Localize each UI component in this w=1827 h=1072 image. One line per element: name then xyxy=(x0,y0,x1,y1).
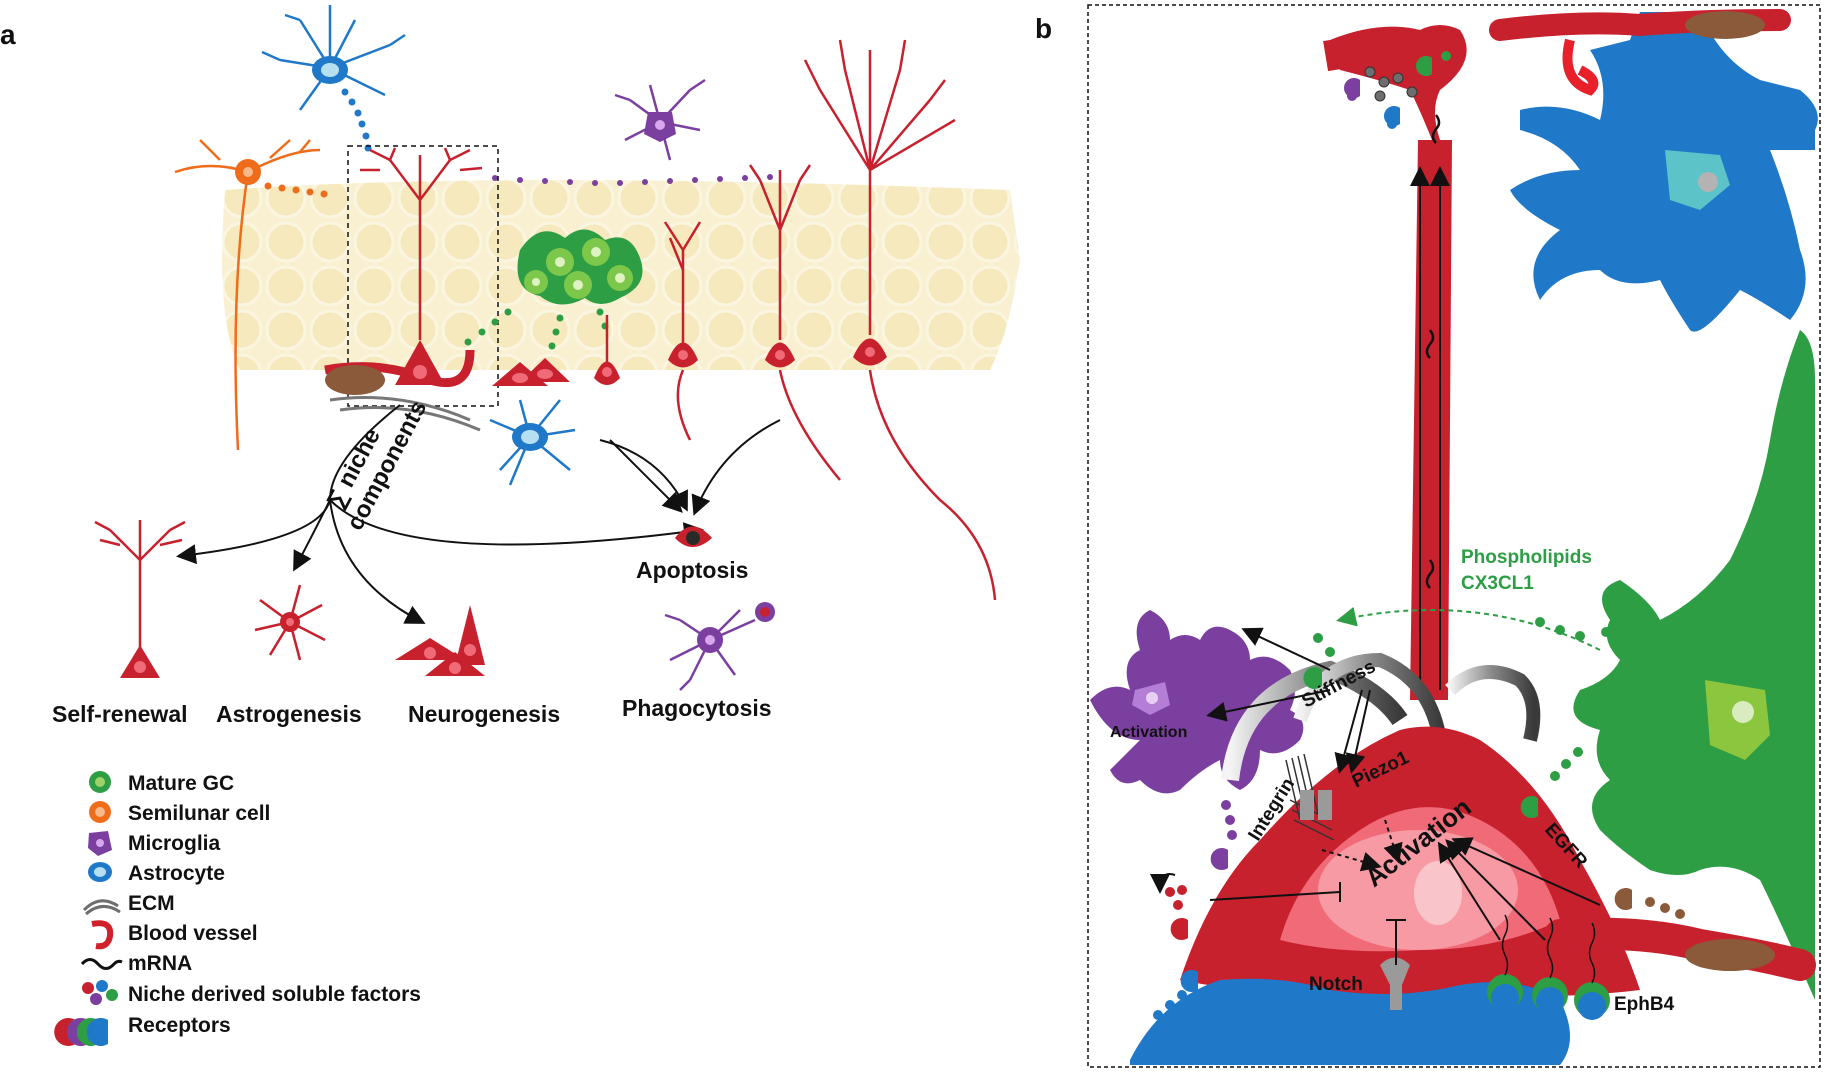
self-renewal-soma xyxy=(120,645,160,678)
phagocytosis-microglia-icon xyxy=(664,602,775,691)
ecm-icon xyxy=(82,899,121,916)
outcome-self-renewal: Self-renewal xyxy=(52,701,188,727)
stem-cell-body xyxy=(1180,726,1640,997)
gc-secretion-dots xyxy=(464,308,609,350)
legend-blood-vessel: Blood vessel xyxy=(128,922,258,945)
ephb4-label: EphB4 xyxy=(1614,994,1675,1015)
mature-gc-cluster xyxy=(517,229,643,305)
panel-b-frame xyxy=(1087,4,1821,1068)
self-renewal-cell-icon xyxy=(94,520,186,650)
panel-b-letter: b xyxy=(1035,13,1052,44)
microglia-icon xyxy=(88,831,112,856)
immature-neuron-2 xyxy=(663,221,702,441)
notch-label: Notch xyxy=(1309,974,1363,995)
microglia-receptor xyxy=(1303,633,1335,690)
process-mrna xyxy=(1425,114,1441,589)
legend-mature-gc: Mature GC xyxy=(128,772,234,795)
radial-process xyxy=(1410,140,1452,700)
maturing-neuron xyxy=(748,164,841,481)
legend-soluble-factors: Niche derived soluble factors xyxy=(128,983,421,1006)
microglia-activation-label: Activation xyxy=(1110,724,1187,741)
semilunar-dots xyxy=(264,182,328,198)
legend-ecm: ECM xyxy=(128,892,175,915)
red-autocrine-receptor xyxy=(1150,873,1188,940)
outcome-apoptosis: Apoptosis xyxy=(636,557,748,583)
mature-gc-icon xyxy=(89,771,111,793)
terminal-secretion-dots xyxy=(1607,50,1660,75)
soluble-factors-icon xyxy=(82,980,118,1005)
radial-stem-cell xyxy=(360,147,483,340)
outcome-arrows xyxy=(176,404,781,624)
astrocyte-outcome-icon xyxy=(254,584,326,661)
astrocyte-bottom xyxy=(489,399,576,486)
astrocyte-secretion-dots xyxy=(341,88,372,152)
immature-neuron-2-soma xyxy=(668,342,698,368)
bottom-blood-vessel xyxy=(1544,917,1816,981)
blood-vessel-icon xyxy=(91,920,114,950)
mature-neuron-soma xyxy=(853,338,887,366)
legend-astrocyte: Astrocyte xyxy=(128,862,225,885)
semilunar-cell xyxy=(174,139,321,451)
neuroblast-cluster xyxy=(492,358,570,386)
microglia-top xyxy=(614,78,706,161)
terminal-ecm xyxy=(1364,66,1418,102)
microglia-dots xyxy=(492,174,773,186)
egfr-receptor xyxy=(1520,747,1583,818)
astrocyte-top xyxy=(261,5,406,111)
panel-a-letter: a xyxy=(0,19,16,50)
semilunar-cell-icon xyxy=(89,801,111,823)
signaling-arrows xyxy=(1206,627,1601,941)
ephb4-receptors xyxy=(1487,914,1610,1020)
microglia-large xyxy=(1090,610,1304,794)
sgz-ecm xyxy=(329,396,481,432)
mrna-icon xyxy=(80,958,123,970)
piezo1-channel xyxy=(1300,790,1332,820)
outcome-phagocytosis: Phagocytosis xyxy=(622,695,772,721)
legend-microglia: Microglia xyxy=(128,832,221,855)
notch-receptor xyxy=(1380,919,1410,1025)
cx3cl1-label: CX3CL1 xyxy=(1461,573,1534,594)
process-transport-arrows xyxy=(1410,166,1450,690)
phospholipids-label: Phospholipids xyxy=(1461,547,1592,568)
terminal-receptors xyxy=(1344,47,1451,129)
astrocyte-green xyxy=(1573,330,1815,1000)
mature-neuron xyxy=(803,39,997,601)
legend-mrna: mRNA xyxy=(128,952,192,975)
integrin-symbol xyxy=(1285,753,1335,841)
outcome-neurogenesis: Neurogenesis xyxy=(408,701,560,727)
purple-receptor xyxy=(1210,800,1237,870)
blue-receptor xyxy=(1153,970,1198,1020)
legend: Mature GC Semilunar cell Microglia Astro… xyxy=(54,771,421,1047)
stem-cell-soma xyxy=(395,340,445,385)
maturing-neuron-soma xyxy=(765,342,795,368)
brown-receptor xyxy=(1614,888,1685,919)
astrocyte-icon xyxy=(88,862,112,882)
terminal-blood-vessel xyxy=(1489,9,1791,96)
legend-receptors: Receptors xyxy=(128,1014,231,1037)
stem-cell-highlight-box xyxy=(347,145,499,407)
astrocyte-bottom-b xyxy=(1130,978,1570,1065)
outcome-astrogenesis: Astrogenesis xyxy=(216,701,362,727)
immature-neuron-1 xyxy=(594,315,620,385)
astrocyte-large xyxy=(1510,12,1818,332)
receptors-icon xyxy=(54,1018,108,1047)
apoptosis-icon xyxy=(675,526,712,547)
legend-semilunar-cell: Semilunar cell xyxy=(128,802,270,825)
neurogenesis-outcome-icon xyxy=(395,605,485,676)
